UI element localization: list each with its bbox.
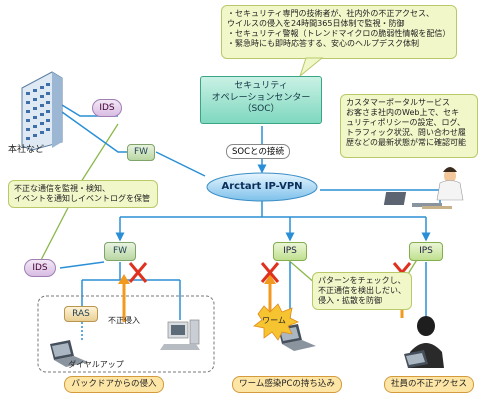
vpn-oval	[206, 172, 318, 202]
ids-callout-line: 不正な通信を監視・検知、	[14, 184, 110, 193]
unauth-arrow-head	[118, 274, 130, 284]
soc-title-line: （SOC）	[242, 104, 280, 115]
backdoor-group-frame	[37, 295, 215, 373]
worm-label: ワーム	[262, 316, 286, 325]
insider-access-badge: 社員の不正アクセス	[384, 376, 474, 393]
portal-callout-line: 歴などの最新状態が常に確認可能	[346, 138, 466, 147]
ids-description-callout: 不正な通信を監視・検知、 イベントを通知しイベントログを保管	[8, 180, 158, 208]
building-icon	[21, 71, 63, 151]
vpn-label: Arctart IP-VPN	[221, 181, 303, 192]
portal-callout-line: ュリティポリシーの設定、ログ、	[346, 118, 465, 127]
portal-callout-line: カスタマーポータルサービス	[346, 98, 450, 107]
portal-callout-line: トラフィック状況、問い合わせ履	[346, 128, 466, 137]
unauthorized-intrusion-label: 不正侵入	[108, 316, 140, 325]
worm-burst-icon	[253, 303, 299, 341]
ras-laptop-icon	[50, 340, 88, 367]
desktop-pc-icon	[160, 319, 200, 350]
fw-node-hq: FW	[127, 144, 155, 161]
ips-node-worm: IPS	[273, 242, 307, 261]
ips-callout-line: 侵入・拡散を防御	[318, 296, 382, 305]
ids-fw-line	[59, 261, 105, 269]
ids-callout-line: イベントを通知しイベントログを保管	[14, 194, 150, 203]
backdoor-intrusion-badge: バックドアからの侵入	[64, 376, 164, 393]
ips-callout-line: パターンをチェックし、	[318, 276, 406, 285]
ips-node-insider: IPS	[409, 242, 443, 261]
fw-vpn-line	[155, 151, 206, 177]
cross-icon-ips-mid	[260, 262, 280, 283]
soc-callout-line: ・緊急時にも即時応答する、安心のヘルプデスク体制	[227, 39, 419, 48]
ras-node: RAS	[64, 306, 98, 322]
ids-callout-line-left	[39, 199, 73, 263]
worm-pc-badge: ワーム感染PCの持ち込み	[232, 376, 342, 393]
ids-node-hq: IDS	[92, 99, 122, 117]
soc-callout-line: ウイルスの侵入を24時間365日体制で監視・防御	[227, 19, 405, 28]
fw-node-branch: FW	[104, 242, 136, 261]
insider-person-icon	[404, 316, 444, 368]
soc-callout-line: ・セキュリティ警報（トレンドマイクロの脆弱性情報を配信）	[227, 29, 451, 38]
soc-connection-label: SOCとの接続	[226, 144, 290, 159]
ips-callout-line: 不正通信を検出しだい、	[318, 286, 406, 295]
cross-icon-fw	[128, 262, 148, 283]
ips-description-callout: パターンをチェックし、 不正通信を検出しだい、 侵入・拡散を防御	[312, 272, 412, 310]
ids-node-branch: IDS	[24, 259, 56, 277]
soc-title-line: オペレーションセンター	[211, 92, 311, 103]
worm-arrow-head	[264, 274, 276, 284]
dialup-label: ダイヤルアップ	[68, 360, 124, 369]
soc-box: セキュリティ オペレーションセンター （SOC）	[200, 76, 322, 124]
soc-title-line: セキュリティ	[234, 81, 288, 91]
hq-label: 本社など	[8, 145, 45, 155]
portal-description-callout: カスタマーポータルサービス お客さま社内のWeb上で、セキ ュリティポリシーの設…	[340, 94, 478, 158]
soc-callout-line: ・セキュリティ専門の技術者が、社内外の不正アクセス、	[227, 9, 434, 18]
hq-fw-line	[61, 111, 132, 153]
support-operator-icon	[383, 167, 464, 209]
portal-callout-line: お客さま社内のWeb上で、セキ	[346, 108, 460, 117]
soc-description-callout: ・セキュリティ専門の技術者が、社内外の不正アクセス、 ウイルスの侵入を24時間3…	[221, 5, 457, 59]
